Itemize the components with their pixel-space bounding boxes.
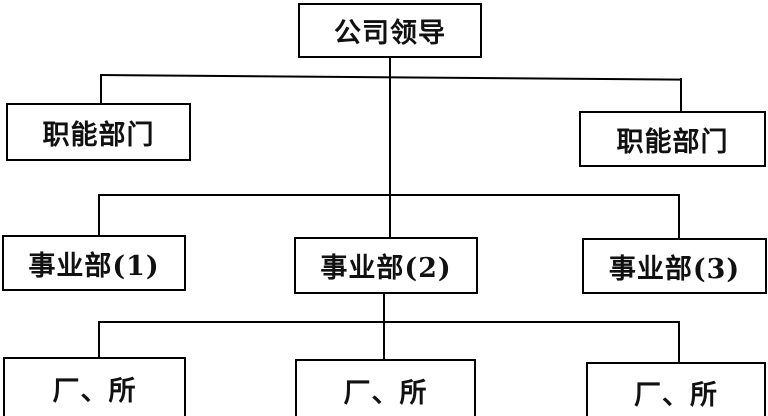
node-company-leadership: 公司领导 <box>298 3 482 58</box>
connector-root-trunk <box>389 57 391 237</box>
connector-functional-right <box>680 78 682 112</box>
node-unit-3: 厂、所 <box>586 362 766 416</box>
connector-unit-right <box>678 321 680 363</box>
node-functional-dept-left: 职能部门 <box>6 103 191 161</box>
node-division-1: 事业部(1) <box>2 235 186 291</box>
connector-division-bar <box>98 194 680 196</box>
connector-division2-trunk <box>383 292 385 360</box>
connector-division-left <box>98 194 100 236</box>
node-unit-2: 厂、所 <box>295 359 476 416</box>
node-functional-dept-right: 职能部门 <box>579 111 766 167</box>
node-division-3: 事业部(3) <box>582 238 767 294</box>
connector-units-bar <box>98 321 680 323</box>
connector-functional-left <box>100 74 102 104</box>
connector-division-right <box>678 194 680 239</box>
node-unit-1: 厂、所 <box>3 357 186 416</box>
connector-unit-left <box>98 321 100 358</box>
node-division-2: 事业部(2) <box>294 237 478 294</box>
